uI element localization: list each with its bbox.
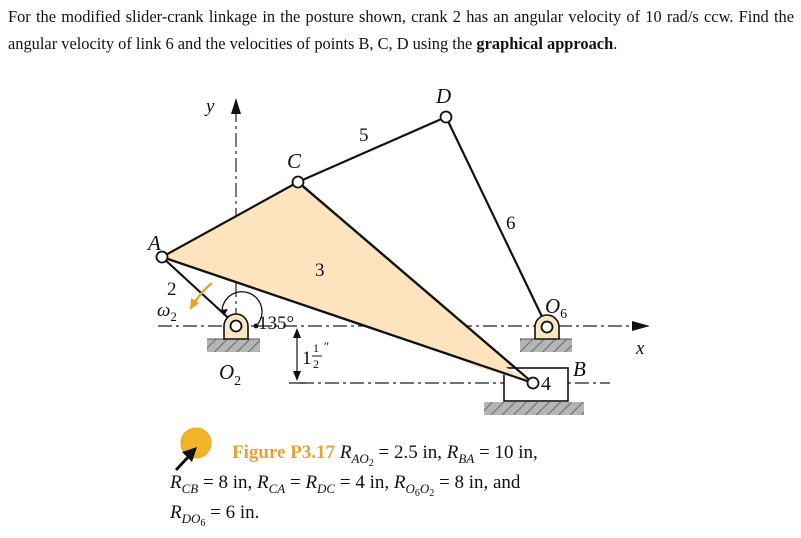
- link-3: [160, 180, 535, 385]
- eq-val: = 4 in,: [335, 472, 394, 493]
- slider-block-4: [161, 181, 584, 415]
- eq-var: R: [170, 472, 182, 493]
- eq-subsub: 2: [368, 458, 374, 469]
- eq-subsub: 6: [200, 518, 206, 529]
- label-omega-2: ω2: [157, 300, 177, 324]
- eq-sub: O: [419, 481, 430, 496]
- eq-sub: DC: [317, 481, 336, 496]
- eq-subsub: 2: [429, 488, 435, 499]
- label-link-6: 6: [506, 213, 516, 234]
- problem-text-bold: graphical approach: [476, 33, 614, 53]
- label-angle: 135°: [258, 313, 294, 334]
- label-offset-unit: ″: [323, 339, 329, 354]
- eq-val: = 8 in,: [198, 472, 257, 493]
- eq-subsub: 6: [414, 488, 420, 499]
- eq-val: =: [285, 472, 306, 493]
- label-b: B: [573, 357, 586, 381]
- problem-statement: For the modified slider-crank linkage in…: [8, 4, 794, 57]
- caption-line-3: RDO6 = 6 in.: [170, 498, 630, 529]
- eq-sub: DO: [181, 511, 201, 526]
- label-link-2: 2: [167, 279, 177, 300]
- label-offset-whole: 1: [302, 348, 312, 369]
- joint-d: [439, 110, 453, 124]
- link-6: [445, 116, 548, 328]
- label-o6: O6: [545, 294, 567, 322]
- x-axis-label: x: [635, 338, 645, 359]
- label-c: C: [287, 149, 302, 173]
- caption-line-1: Figure P3.17 RAO2 = 2.5 in, RBA = 10 in,: [170, 438, 630, 469]
- ground-o2: [207, 313, 260, 352]
- caption-figure-title: Figure P3.17: [232, 442, 336, 463]
- eq-var: R: [339, 442, 352, 463]
- eq-val: = 8 in, and: [434, 472, 521, 493]
- cursor-arrow-icon: [174, 447, 197, 472]
- label-offset-den: 2: [313, 357, 319, 371]
- joint-b: [526, 376, 540, 390]
- ground-o6: [520, 314, 572, 352]
- eq-val: = 2.5 in,: [373, 442, 447, 463]
- problem-text-end: .: [613, 33, 618, 53]
- offset-dimension: [289, 328, 305, 384]
- angle-arc-135: [220, 291, 263, 329]
- figure-caption: Figure P3.17 RAO2 = 2.5 in, RBA = 10 in,…: [170, 438, 630, 529]
- eq-var: R: [446, 442, 459, 463]
- link-5: [297, 115, 447, 184]
- eq-sub: O: [405, 481, 415, 496]
- problem-text: For the modified slider-crank linkage in…: [8, 7, 794, 53]
- eq-sub: AO: [351, 451, 369, 466]
- omega-arrow-icon: [190, 282, 213, 310]
- label-d: D: [435, 84, 451, 108]
- eq-sub: BA: [458, 451, 475, 466]
- eq-sub: CA: [268, 481, 286, 496]
- label-link-4: 4: [541, 373, 551, 395]
- caption-line-2: RCB = 8 in, RCA = RDC = 4 in, RO6O2 = 8 …: [170, 468, 630, 499]
- label-link-3: 3: [315, 260, 325, 281]
- label-offset-num: 1: [313, 341, 319, 355]
- joint-c: [291, 175, 305, 189]
- joint-a: [155, 250, 169, 264]
- eq-var: R: [256, 472, 269, 493]
- eq-var: R: [305, 472, 318, 493]
- eq-var: R: [170, 502, 182, 523]
- y-axis: [231, 98, 241, 322]
- label-o2: O2: [219, 360, 241, 389]
- eq-val: = 6 in.: [205, 502, 260, 523]
- eq-var: R: [393, 472, 406, 493]
- eq-sub: CB: [181, 481, 199, 496]
- eq-val: = 10 in,: [474, 442, 538, 463]
- label-link-5: 5: [359, 125, 369, 146]
- y-axis-label: y: [204, 96, 215, 117]
- label-a: A: [146, 231, 161, 255]
